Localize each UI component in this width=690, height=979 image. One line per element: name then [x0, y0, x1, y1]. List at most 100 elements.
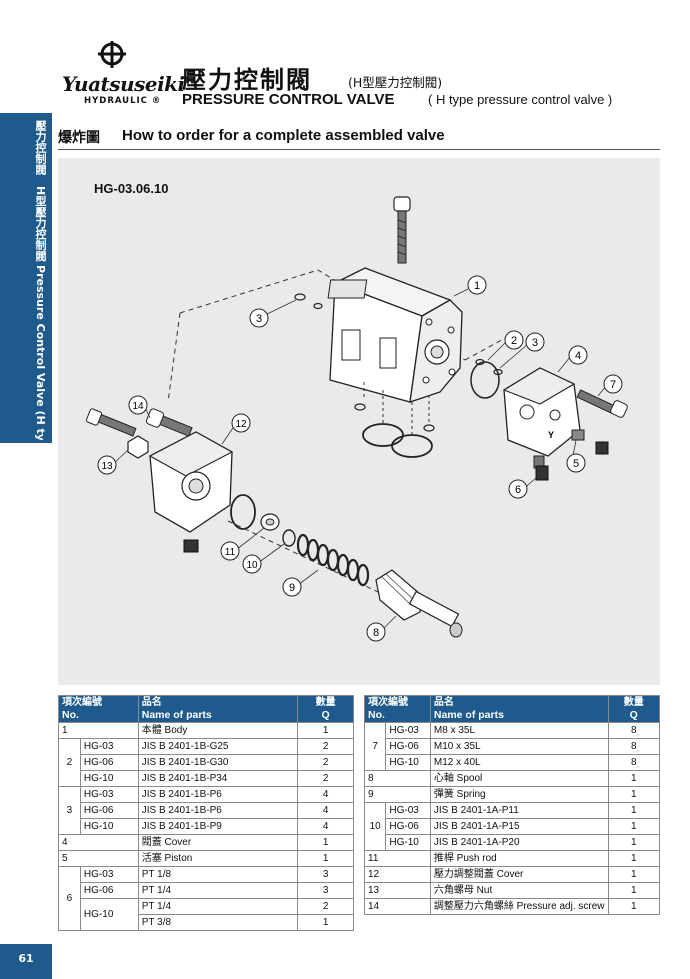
assembly-outline	[167, 312, 181, 403]
spring-icon	[296, 533, 370, 587]
callout-1: 1	[467, 275, 487, 295]
assembly-outline	[464, 329, 521, 361]
cell-q: 1	[607, 898, 660, 915]
cell-model: HG-06	[79, 882, 139, 899]
cell-name: 壓力調整閥蓋 Cover	[429, 866, 609, 883]
cell-model: HG-10	[385, 754, 431, 771]
cell-model: HG-10	[79, 770, 139, 787]
o-ring-icon	[391, 434, 433, 458]
cell-name: JIS B 2401-1A-P20	[429, 834, 609, 851]
cell-no: 9	[364, 786, 431, 803]
cell-name: M8 x 35L	[429, 722, 609, 739]
cell-q: 1	[297, 914, 354, 931]
callout-3-left: 3	[249, 308, 269, 328]
cell-name: PT 1/4	[137, 882, 299, 899]
callout-label: 4	[575, 350, 581, 362]
callout-label: 12	[235, 419, 247, 430]
o-ring-icon	[423, 424, 435, 432]
o-ring-icon	[282, 529, 296, 547]
callout-label: 3	[256, 313, 262, 325]
cell-q: 1	[607, 834, 660, 851]
cell-no: 13	[364, 882, 431, 899]
cell-q: 2	[297, 754, 354, 771]
cell-name: JIS B 2401-1B-P6	[137, 802, 299, 819]
side-tab	[0, 113, 52, 443]
cell-no: 3	[58, 786, 81, 835]
callout-8: 8	[366, 622, 386, 642]
cell-q: 8	[607, 738, 660, 755]
section-title-zh: 爆炸圖	[58, 130, 100, 146]
cell-q: 1	[607, 786, 660, 803]
cell-name: PT 3/8	[137, 914, 299, 931]
cell-q: 1	[607, 818, 660, 835]
callout-14: 14	[128, 395, 148, 415]
callout-5: 5	[566, 453, 586, 473]
section-title-en: How to order for a complete assembled va…	[122, 127, 445, 144]
brand-logo: Yuatsuseiki HYDRAULIC ®	[62, 40, 185, 110]
o-ring-icon	[294, 293, 306, 301]
cell-model: HG-03	[385, 722, 431, 739]
cell-q: 1	[607, 802, 660, 819]
cell-q: 1	[607, 882, 660, 899]
logo-mark-icon	[98, 41, 126, 68]
valve-body-icon	[327, 267, 463, 403]
cell-no: 7	[363, 722, 387, 771]
callout-3-right: 3	[525, 332, 545, 352]
cell-q: 3	[297, 882, 354, 899]
cell-q: 2	[297, 770, 354, 787]
cell-name: JIS B 2401-1B-P34	[137, 770, 299, 787]
cell-q: 4	[297, 802, 354, 819]
cell-q: 1	[297, 722, 354, 739]
cell-no: 5	[58, 850, 139, 867]
callout-label: 9	[289, 582, 295, 594]
cell-model: HG-06	[79, 802, 139, 819]
cell-q: 1	[297, 834, 354, 851]
cell-name: JIS B 2401-1A-P15	[429, 818, 609, 835]
cover-icon	[502, 367, 581, 469]
y-mark-label: Y	[548, 430, 554, 440]
spool-icon	[375, 569, 463, 638]
cell-model: HG-06	[385, 738, 431, 755]
o-ring-icon	[362, 423, 404, 447]
cell-name: 調整壓力六角螺絲 Pressure adj. screw	[429, 898, 609, 915]
callout-label: 14	[132, 401, 144, 412]
callout-11: 11	[220, 541, 240, 561]
o-ring-icon	[230, 494, 256, 530]
cell-no: 4	[58, 834, 139, 851]
side-tab-text: 壓力控制閥 H型壓力控制閥 Pressure Control Valve (H …	[34, 120, 47, 440]
cell-name: JIS B 2401-1B-P6	[137, 786, 299, 803]
callout-label: 1	[474, 280, 480, 292]
cell-q: 1	[607, 850, 660, 867]
callout-2: 2	[504, 330, 524, 350]
page-number: 61	[18, 952, 34, 965]
cell-q: 2	[297, 898, 354, 915]
cell-name: PT 1/4	[137, 898, 299, 915]
plug-icon	[595, 441, 609, 455]
pressure-cover-icon	[148, 431, 234, 553]
cell-model: HG-03	[79, 786, 139, 803]
cell-model: HG-10	[79, 898, 139, 931]
cell-no: 10	[363, 802, 387, 851]
